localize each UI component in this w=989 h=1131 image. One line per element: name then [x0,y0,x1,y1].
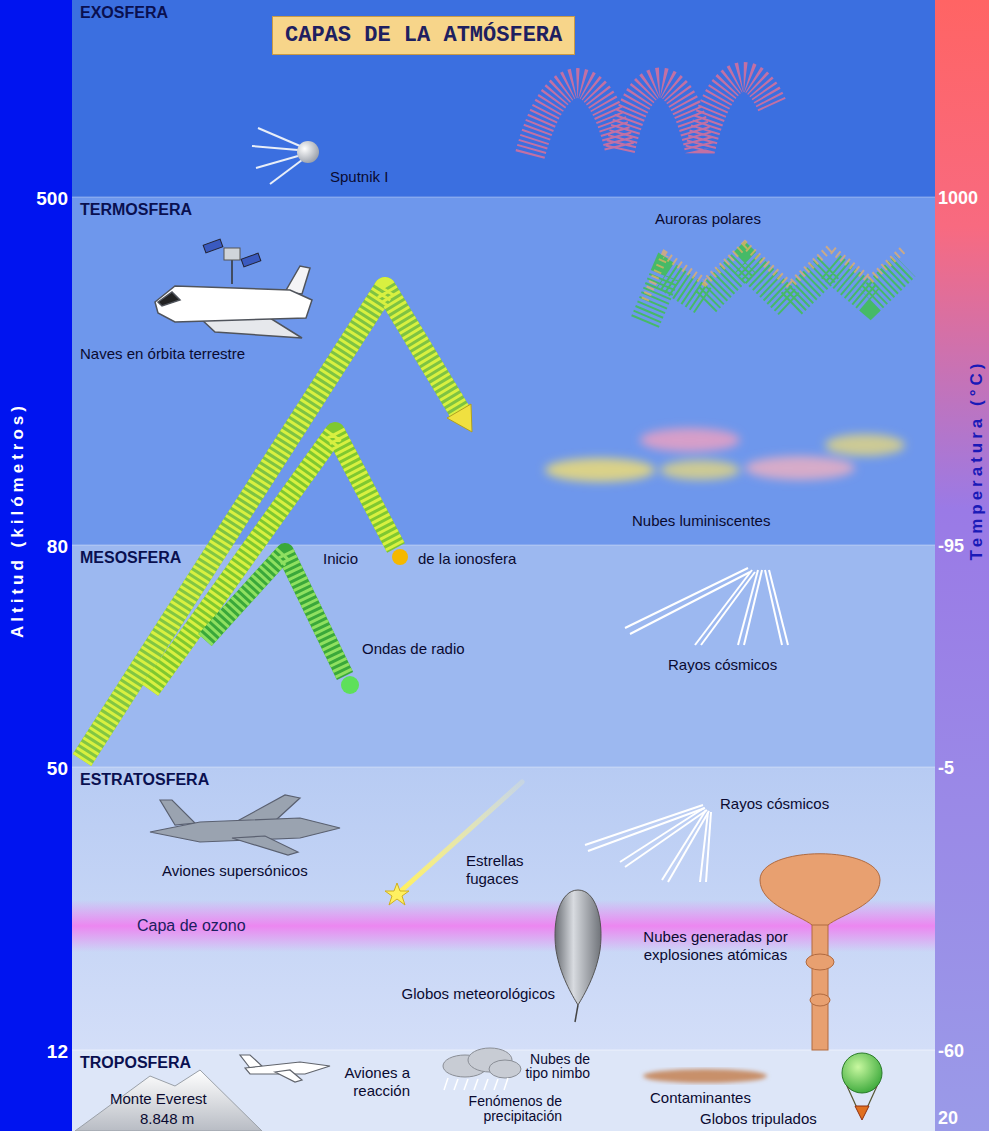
cloud-label: Nubes generadas por explosiones atómicas [628,928,803,964]
temperature-tick: -5 [938,758,954,779]
temperature-tick: 20 [938,1108,958,1129]
pollution-label: Contaminantes [650,1089,751,1107]
phenomenon-label: Auroras polares [655,210,761,228]
diagram-title: CAPAS DE LA ATMÓSFERA [272,16,575,55]
layer-name: ESTRATOSFERA [72,767,217,793]
layer-name: Capa de ozono [72,917,246,935]
height-label: 8.848 m [140,1110,194,1128]
altitude-tick: 12 [28,1041,68,1063]
cloud-label: Nubes de tipo nimbo [520,1052,590,1080]
altitude-tick: 50 [28,758,68,780]
rays-label: Rayos cósmicos [668,656,777,674]
altitude-tick: 80 [28,536,68,558]
meteor-label: Estrellas fugaces [466,852,546,888]
satellite-label: Sputnik I [330,168,388,186]
ozone-band: Capa de ozono [72,900,935,952]
mesosphere-layer: MESOSFERA [72,545,935,767]
aircraft-label: Aviones supersónicos [162,862,308,880]
wave-label: Ondas de radio [362,640,465,658]
spacecraft-label: Naves en órbita terrestre [80,345,270,363]
axis-title: Temperatura (°C) [967,360,987,561]
rays-label: Rayos cósmicos [720,795,829,813]
altitude-tick: 500 [28,188,68,210]
weather-label: Fenómenos de precipitación [440,1094,562,1124]
layer-name: EXOSFERA [72,0,176,26]
axis-title: Altitud (kilómetros) [8,402,28,638]
balloon-label: Globos tripulados [700,1110,817,1128]
balloon-label: Globos meteorológicos [400,985,555,1003]
layer-name: MESOSFERA [72,545,189,571]
thermosphere-layer: TERMOSFERA [72,197,935,545]
ionosphere-label: de la ionosfera [418,550,516,568]
layer-name: TERMOSFERA [72,197,200,223]
ionosphere-label: Inicio [323,550,358,568]
temperature-tick: 1000 [938,188,978,209]
phenomenon-label: Nubes luminiscentes [632,512,770,530]
layer-name: TROPOSFERA [72,1050,199,1076]
temperature-tick: -60 [938,1041,964,1062]
aircraft-label: Aviones a reacción [335,1064,410,1100]
mountain-label: Monte Everest [110,1090,207,1108]
temperature-tick: -95 [938,536,964,557]
